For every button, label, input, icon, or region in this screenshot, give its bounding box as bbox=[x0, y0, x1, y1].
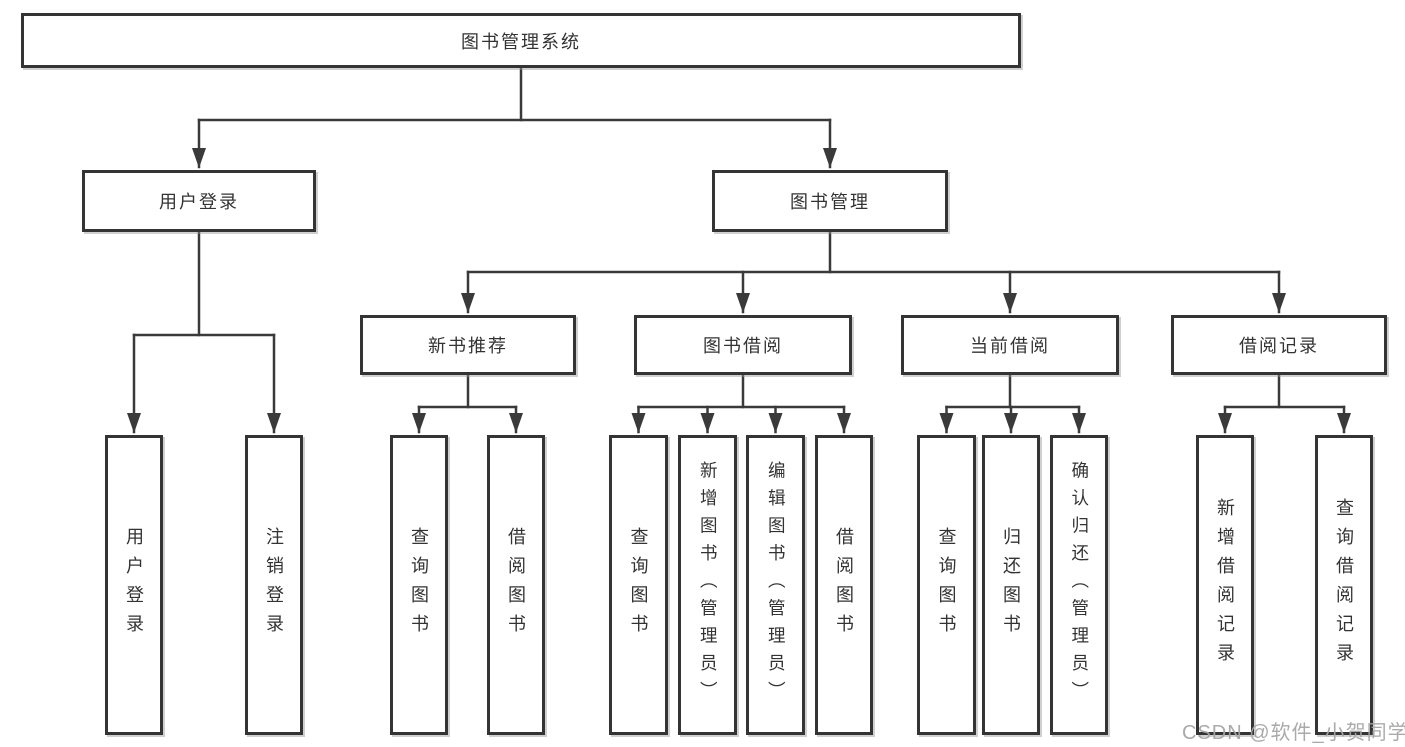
leaf-add-books-admin: 新增图书（管理员） bbox=[678, 435, 737, 735]
leaf-edit-books-admin: 编辑图书（管理员） bbox=[746, 435, 805, 735]
leaf-user-login: 用户登录 bbox=[105, 435, 163, 735]
csdn-watermark: CSDN @软件_小贺同学 bbox=[1182, 722, 1405, 744]
node-book-borrowing: 图书借阅 bbox=[634, 315, 852, 375]
leaf-borrow-books-1: 借阅图书 bbox=[487, 435, 545, 735]
node-user-login: 用户登录 bbox=[82, 170, 316, 232]
leaf-query-books-1: 查询图书 bbox=[390, 435, 448, 735]
node-root: 图书管理系统 bbox=[21, 13, 1021, 68]
leaf-return-books: 归还图书 bbox=[982, 435, 1040, 735]
leaf-borrow-books-2: 借阅图书 bbox=[815, 435, 873, 735]
leaf-logout: 注销登录 bbox=[245, 435, 303, 735]
leaf-confirm-return-admin: 确认归还（管理员） bbox=[1050, 435, 1108, 735]
leaf-query-books-2: 查询图书 bbox=[609, 435, 668, 735]
node-new-book-recommend: 新书推荐 bbox=[360, 315, 576, 375]
node-current-borrowing: 当前借阅 bbox=[901, 315, 1119, 375]
leaf-query-books-3: 查询图书 bbox=[917, 435, 976, 735]
node-borrowing-records: 借阅记录 bbox=[1171, 315, 1387, 375]
leaf-add-borrow-record: 新增借阅记录 bbox=[1196, 435, 1254, 735]
leaf-query-borrow-record: 查询借阅记录 bbox=[1315, 435, 1373, 735]
node-book-management: 图书管理 bbox=[712, 170, 948, 232]
